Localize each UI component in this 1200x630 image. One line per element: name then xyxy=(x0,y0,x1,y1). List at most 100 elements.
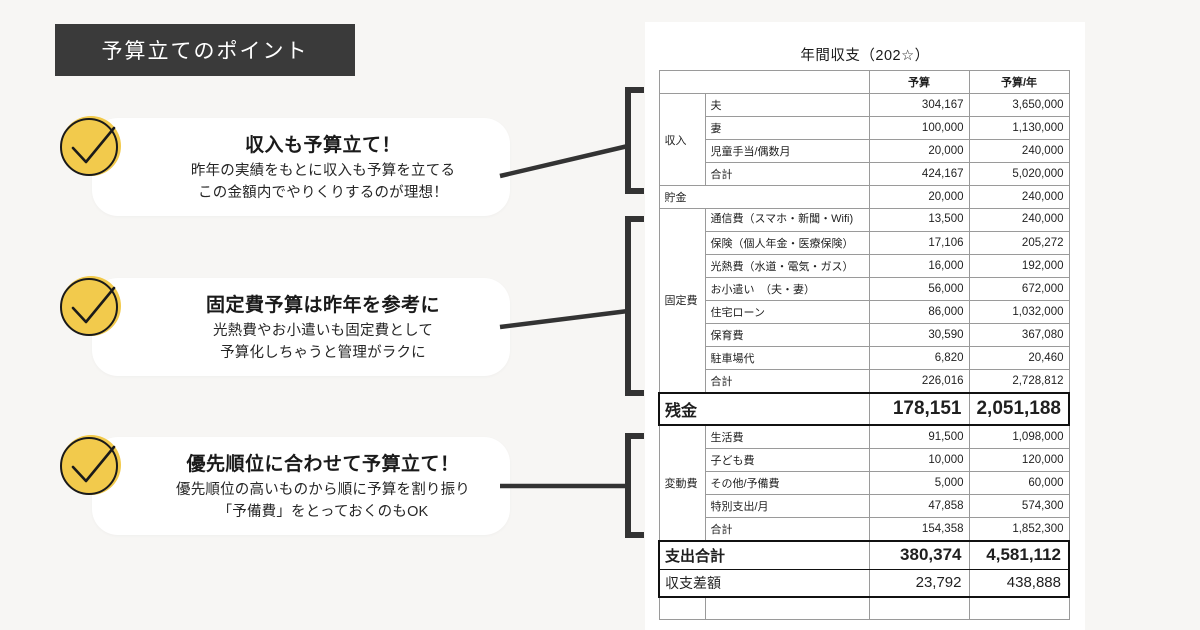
table-row: 保険（個人年金・医療保険） 17,106 205,272 xyxy=(659,230,1070,255)
point-card-2-heading: 固定費予算は昨年を参考に xyxy=(205,294,440,316)
row-item: 光熱費（水道・電気・ガス） xyxy=(704,253,870,278)
table-row: 保育費 30,590 367,080 xyxy=(659,322,1070,347)
row-year: 240,000 xyxy=(968,208,1070,232)
row-budget: 20,000 xyxy=(868,185,970,209)
label-balance: 残金 xyxy=(658,391,870,426)
balance-year: 2,051,188 xyxy=(968,391,1070,426)
table-row: 子ども費 10,000 120,000 xyxy=(659,447,1070,472)
point-card-1-line2: この金額内でやりくりするのが理想！ xyxy=(198,184,448,201)
check-circle-icon xyxy=(56,429,130,503)
left-content-column: 予算立てのポイント 収入も予算立て！ 昨年の実績をもとに収入も予算を立てる この… xyxy=(55,24,510,535)
point-card-3-heading: 優先順位に合わせて予算立て！ xyxy=(186,453,460,475)
row-item: 夫 xyxy=(704,93,870,117)
row-item: 特別支出/月 xyxy=(704,493,870,518)
label-net-diff: 収支差額 xyxy=(658,568,870,599)
row-budget: 86,000 xyxy=(868,299,970,324)
row-year: 240,000 xyxy=(968,139,1070,163)
empty-cell xyxy=(968,596,1070,620)
row-budget: 16,000 xyxy=(868,253,970,278)
row-year: 1,852,300 xyxy=(968,516,1070,542)
table-row-net-diff: 収支差額 23,792 438,888 xyxy=(658,568,1070,599)
table-row: 住宅ローン 86,000 1,032,000 xyxy=(659,299,1070,324)
row-year: 20,460 xyxy=(968,345,1070,370)
row-item: 妻 xyxy=(704,116,870,140)
row-budget: 100,000 xyxy=(868,116,970,140)
row-item: 児童手当/偶数月 xyxy=(704,139,870,163)
row-budget: 424,167 xyxy=(868,162,970,186)
row-year: 60,000 xyxy=(968,470,1070,495)
row-year: 240,000 xyxy=(968,185,1070,209)
row-year: 192,000 xyxy=(968,253,1070,278)
category-savings: 貯金 xyxy=(658,185,870,209)
empty-cell xyxy=(658,596,706,620)
net-diff-budget: 23,792 xyxy=(868,568,970,599)
table-row-empty xyxy=(658,596,1070,620)
table-row: 合計 154,358 1,852,300 xyxy=(659,516,1070,542)
row-budget: 154,358 xyxy=(868,516,970,542)
budget-table: 予算 予算/年 収入 夫 304,167 3,650,000 妻 100,000… xyxy=(658,70,1070,620)
table-row-expense-total: 支出合計 380,374 4,581,112 xyxy=(658,539,1070,570)
table-row: 合計 424,167 5,020,000 xyxy=(659,162,1070,186)
table-row: 駐車場代 6,820 20,460 xyxy=(659,345,1070,370)
table-row: 固定費 通信費（スマホ・新聞・Wifi) 13,500 240,000 xyxy=(658,207,1070,394)
row-year: 5,020,000 xyxy=(968,162,1070,186)
row-year: 2,728,812 xyxy=(968,368,1070,394)
header-budget: 予算 xyxy=(868,70,970,94)
row-year: 205,272 xyxy=(968,230,1070,255)
row-item: 住宅ローン xyxy=(704,299,870,324)
check-circle-icon xyxy=(56,270,130,344)
table-row: お小遣い （夫・妻） 56,000 672,000 xyxy=(659,276,1070,301)
row-item: 合計 xyxy=(704,516,870,542)
header-budget-year: 予算/年 xyxy=(968,70,1070,94)
point-card-1-line1: 昨年の実績をもとに収入も予算を立てる xyxy=(190,162,456,179)
budget-table-panel: 年間収支（202☆） 予算 予算/年 収入 夫 304,167 3,650,00… xyxy=(645,22,1085,630)
row-budget: 5,000 xyxy=(868,470,970,495)
empty-cell xyxy=(868,596,970,620)
row-item: その他/予備費 xyxy=(704,470,870,495)
row-item: 駐車場代 xyxy=(704,345,870,370)
point-card-1-heading: 収入も予算立て！ xyxy=(244,134,401,156)
row-item: 保険（個人年金・医療保険） xyxy=(704,230,870,255)
row-year: 3,650,000 xyxy=(968,93,1070,117)
page-title-banner: 予算立てのポイント xyxy=(55,24,355,76)
expense-total-year: 4,581,112 xyxy=(968,539,1070,570)
row-year: 1,130,000 xyxy=(968,116,1070,140)
row-item: お小遣い （夫・妻） xyxy=(704,276,870,301)
table-row: 収入 夫 304,167 3,650,000 xyxy=(658,93,1070,186)
label-expense-total: 支出合計 xyxy=(658,539,870,570)
row-budget: 91,500 xyxy=(868,424,970,449)
net-diff-year: 438,888 xyxy=(968,568,1070,599)
table-row: 妻 100,000 1,130,000 xyxy=(659,116,1070,140)
point-card-3-line2: 「予備費」をとっておくのもOK xyxy=(217,503,429,520)
row-year: 367,080 xyxy=(968,322,1070,347)
point-card-3-line1: 優先順位の高いものから順に予算を割り振り xyxy=(176,481,470,498)
table-row: 変動費 生活費 91,500 1,098,000 xyxy=(658,424,1070,542)
table-row: 児童手当/偶数月 20,000 240,000 xyxy=(659,139,1070,163)
header-blank xyxy=(658,70,870,94)
expense-total-budget: 380,374 xyxy=(868,539,970,570)
row-budget: 56,000 xyxy=(868,276,970,301)
table-row: 特別支出/月 47,858 574,300 xyxy=(659,493,1070,518)
row-budget: 30,590 xyxy=(868,322,970,347)
row-budget: 304,167 xyxy=(868,93,970,117)
row-budget: 47,858 xyxy=(868,493,970,518)
check-circle-icon xyxy=(56,110,130,184)
row-budget: 13,500 xyxy=(868,208,970,232)
table-row: 合計 226,016 2,728,812 xyxy=(659,368,1070,394)
row-item: 合計 xyxy=(704,162,870,186)
point-card-1: 収入も予算立て！ 昨年の実績をもとに収入も予算を立てる この金額内でやりくりする… xyxy=(92,118,510,216)
category-income: 収入 xyxy=(658,93,706,186)
table-row: その他/予備費 5,000 60,000 xyxy=(659,470,1070,495)
category-fixed: 固定費 xyxy=(658,207,706,394)
row-budget: 17,106 xyxy=(868,230,970,255)
row-item: 通信費（スマホ・新聞・Wifi) xyxy=(704,208,870,232)
point-card-2-line1: 光熱費やお小遣いも固定費として xyxy=(212,322,434,339)
point-card-3: 優先順位に合わせて予算立て！ 優先順位の高いものから順に予算を割り振り 「予備費… xyxy=(92,437,510,535)
row-budget: 6,820 xyxy=(868,345,970,370)
row-item: 合計 xyxy=(704,368,870,394)
row-year: 120,000 xyxy=(968,447,1070,472)
row-year: 1,098,000 xyxy=(968,424,1070,449)
row-item: 生活費 xyxy=(704,424,870,449)
page-title: 予算立てのポイント xyxy=(101,40,309,63)
table-header-row: 予算 予算/年 xyxy=(658,70,1070,94)
